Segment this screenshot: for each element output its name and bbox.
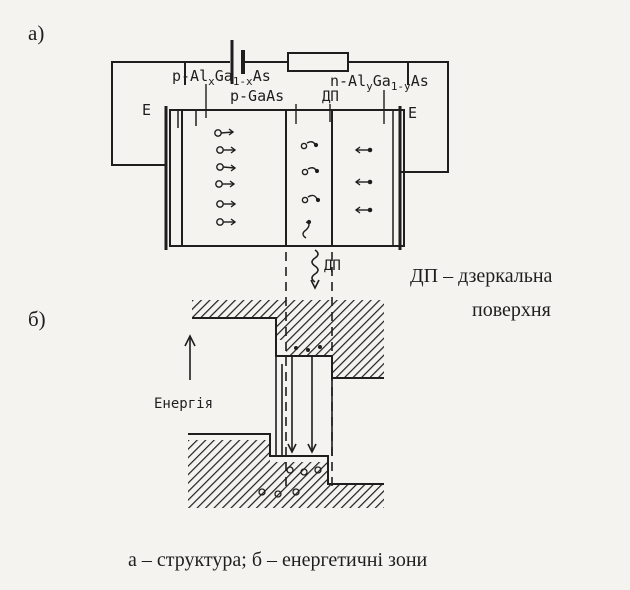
valence-band-edge	[188, 433, 384, 485]
electrons-in-well	[294, 345, 322, 352]
energy-axis-arrow	[184, 334, 196, 380]
part-b-label: б)	[28, 307, 46, 331]
energy-axis-label: Енергія	[154, 396, 213, 412]
emitted-light-icon	[310, 249, 320, 290]
recombination-marks	[300, 141, 321, 239]
conduction-band-edge	[192, 317, 384, 379]
holes-moving-right	[214, 128, 237, 226]
mirror-legend-line2: поверхня	[472, 299, 551, 321]
mirror-legend-line1: ДП – дзеркальна	[410, 265, 553, 287]
leader-lines	[205, 84, 385, 124]
n-AlGaAs-label: n-AlyGa1-yAs	[330, 72, 429, 93]
p-AlGaAs-label: p-AlxGa1-xAs	[172, 67, 271, 88]
holes-in-well	[258, 466, 322, 498]
quantum-well	[275, 340, 333, 456]
battery-icon	[230, 40, 245, 84]
electrode-label-right: E	[408, 104, 417, 122]
dashed-guides	[285, 252, 333, 490]
figure-caption: а – структура; б – енергетичні зони	[128, 549, 428, 571]
electrode-label-left: E	[142, 101, 151, 119]
electrons-moving-left	[354, 146, 373, 214]
external-circuit	[111, 61, 449, 173]
device-structure	[164, 106, 405, 250]
recombination-transitions	[287, 356, 317, 454]
mirror-label-top: ДП	[322, 89, 339, 105]
conduction-band-hatch	[192, 300, 384, 378]
mirror-label-bottom: ДП	[324, 258, 341, 274]
part-a-label: а)	[28, 21, 44, 45]
resistor-icon	[287, 52, 349, 72]
valence-band-hatch	[188, 440, 384, 508]
p-GaAs-label: p-GaAs	[230, 87, 284, 105]
